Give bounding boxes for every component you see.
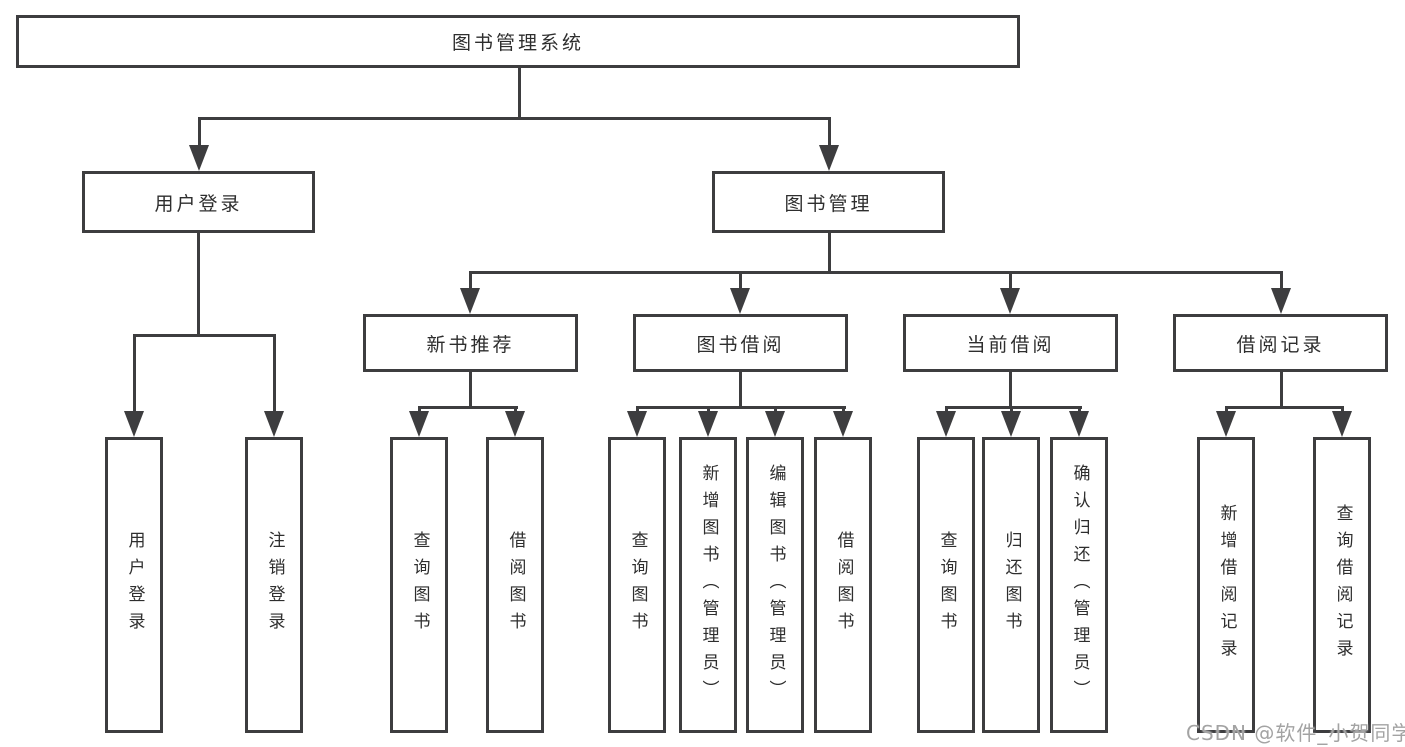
connector-line	[518, 68, 521, 118]
node-label: 查询图书	[936, 531, 957, 639]
node-label: 图书管理系统	[451, 32, 584, 54]
connector-line	[945, 406, 1082, 409]
connector-line	[828, 233, 831, 274]
connector-line	[1225, 406, 1228, 413]
node-current-borrow: 当前借阅	[903, 314, 1118, 372]
connector-line	[1280, 271, 1283, 290]
node-label: 注销登录	[264, 531, 285, 639]
connector-line	[636, 406, 846, 409]
node-label: 当前借阅	[966, 333, 1055, 356]
connector-line	[273, 334, 276, 413]
connector-line	[739, 271, 742, 290]
node-label: 新增图书（管理员）	[698, 463, 719, 707]
arrow-down-icon	[409, 411, 429, 437]
connector-line	[707, 406, 710, 413]
arrow-down-icon	[698, 411, 718, 437]
node-label: 确认归还（管理员）	[1069, 463, 1090, 707]
arrow-down-icon	[460, 288, 480, 314]
arrow-down-icon	[833, 411, 853, 437]
leaf-query-books-borrow: 查询图书	[608, 437, 666, 733]
arrow-down-icon	[1001, 411, 1021, 437]
connector-line	[842, 406, 845, 413]
leaf-logout: 注销登录	[245, 437, 303, 733]
connector-line	[1341, 406, 1344, 413]
arrow-down-icon	[1069, 411, 1089, 437]
node-book-borrow: 图书借阅	[633, 314, 848, 372]
leaf-confirm-return-admin: 确认归还（管理员）	[1050, 437, 1108, 733]
leaf-query-books-current: 查询图书	[917, 437, 975, 733]
connector-line	[1010, 406, 1013, 413]
arrow-down-icon	[765, 411, 785, 437]
leaf-return-books: 归还图书	[982, 437, 1040, 733]
arrow-down-icon	[1332, 411, 1352, 437]
node-label: 借阅图书	[833, 531, 854, 639]
node-label: 图书借阅	[696, 333, 785, 356]
node-label: 图书管理	[784, 192, 873, 215]
node-book-management: 图书管理	[712, 171, 945, 233]
leaf-query-borrow-record: 查询借阅记录	[1313, 437, 1371, 733]
node-label: 编辑图书（管理员）	[765, 463, 786, 707]
arrow-down-icon	[1216, 411, 1236, 437]
leaf-query-books-recommend: 查询图书	[390, 437, 448, 733]
arrow-down-icon	[1271, 288, 1291, 314]
arrow-down-icon	[627, 411, 647, 437]
node-borrow-records: 借阅记录	[1173, 314, 1388, 372]
leaf-user-login: 用户登录	[105, 437, 163, 733]
leaf-edit-books-admin: 编辑图书（管理员）	[746, 437, 804, 733]
arrow-down-icon	[124, 411, 144, 437]
leaf-add-books-admin: 新增图书（管理员）	[679, 437, 737, 733]
connector-line	[469, 271, 1283, 274]
connector-line	[945, 406, 948, 413]
node-label: 新书推荐	[426, 333, 515, 356]
arrow-down-icon	[264, 411, 284, 437]
connector-line	[198, 117, 831, 120]
leaf-borrow-books: 借阅图书	[814, 437, 872, 733]
connector-line	[469, 271, 472, 290]
node-label: 归还图书	[1001, 531, 1022, 639]
connector-line	[1280, 372, 1283, 409]
connector-line	[418, 406, 518, 409]
connector-line	[739, 372, 742, 409]
connector-line	[828, 117, 831, 147]
arrow-down-icon	[730, 288, 750, 314]
connector-line	[1078, 406, 1081, 413]
arrow-down-icon	[936, 411, 956, 437]
arrow-down-icon	[189, 145, 209, 171]
leaf-add-borrow-record: 新增借阅记录	[1197, 437, 1255, 733]
node-label: 借阅图书	[505, 531, 526, 639]
node-library-system: 图书管理系统	[16, 15, 1020, 68]
connector-line	[133, 334, 276, 337]
node-label: 用户登录	[154, 192, 243, 215]
connector-line	[418, 406, 421, 413]
connector-line	[197, 233, 200, 335]
connector-line	[636, 406, 639, 413]
connector-line	[1009, 271, 1012, 290]
arrow-down-icon	[1000, 288, 1020, 314]
node-user-login: 用户登录	[82, 171, 315, 233]
node-label: 查询图书	[627, 531, 648, 639]
connector-line	[133, 334, 136, 413]
connector-line	[198, 117, 201, 147]
node-label: 查询借阅记录	[1332, 504, 1353, 666]
node-label: 查询图书	[409, 531, 430, 639]
node-new-book-recommend: 新书推荐	[363, 314, 578, 372]
arrow-down-icon	[819, 145, 839, 171]
connector-line	[774, 406, 777, 413]
leaf-borrow-books-recommend: 借阅图书	[486, 437, 544, 733]
csdn-watermark: CSDN @软件_小贺同学	[1186, 721, 1405, 745]
connector-line	[514, 406, 517, 413]
connector-line	[469, 372, 472, 409]
node-label: 用户登录	[124, 531, 145, 639]
node-label: 借阅记录	[1236, 333, 1325, 356]
connector-line	[1225, 406, 1344, 409]
connector-line	[1009, 372, 1012, 409]
node-label: 新增借阅记录	[1216, 504, 1237, 666]
arrow-down-icon	[505, 411, 525, 437]
